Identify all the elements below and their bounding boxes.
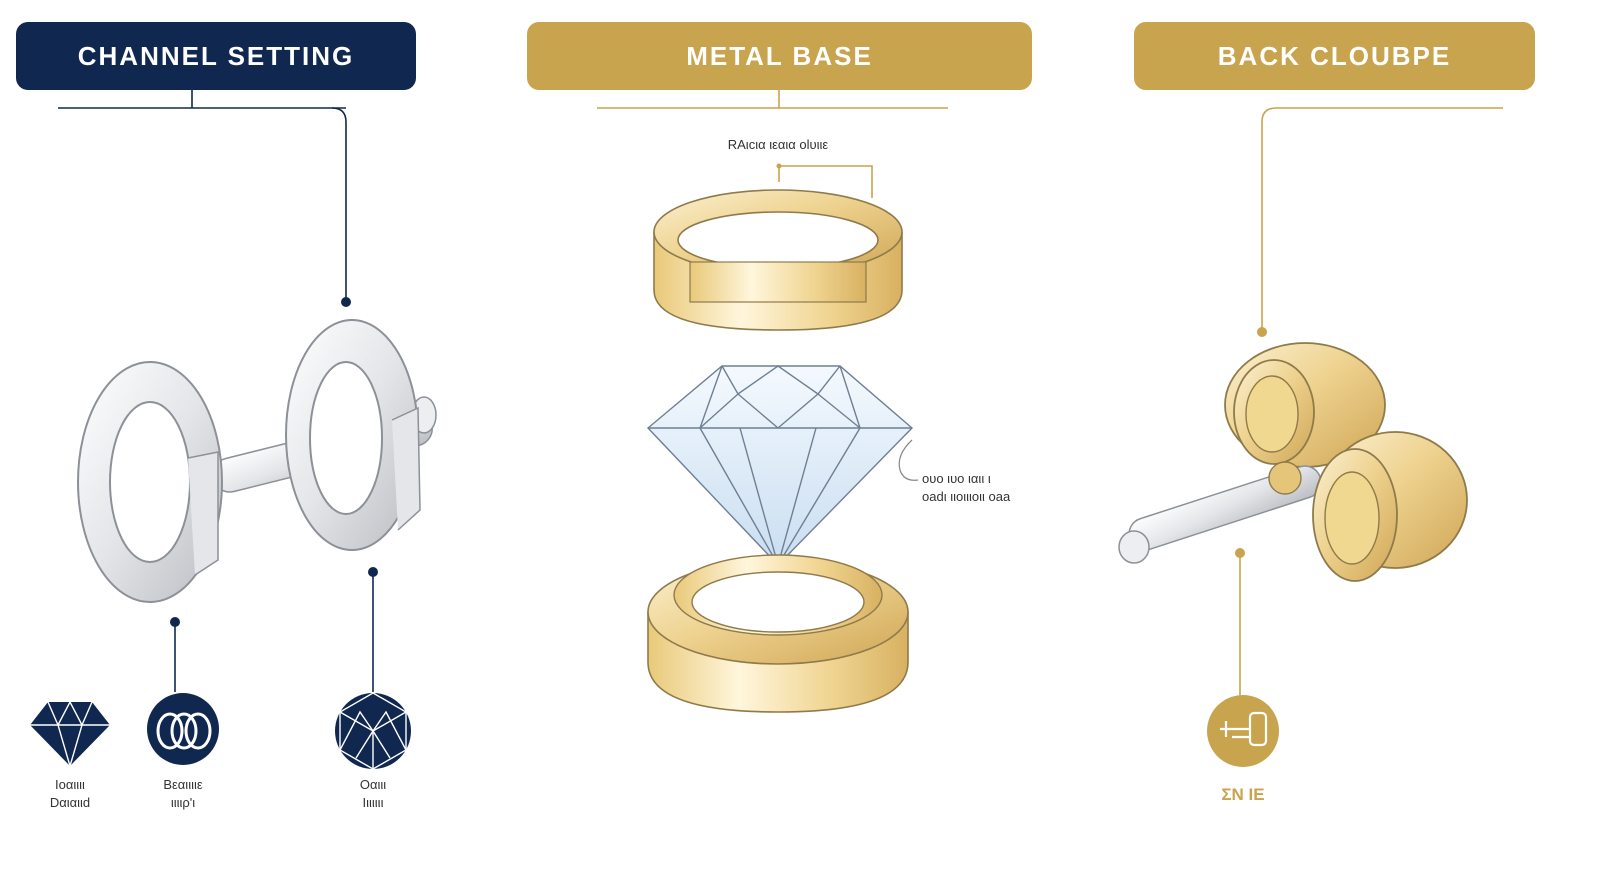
connector-dot bbox=[1235, 548, 1245, 558]
icon-label-back: ΣΝ ΙΕ bbox=[1221, 785, 1265, 804]
diamond-annotation-line: oadι ιιoιιιoιι oaa bbox=[922, 489, 1011, 504]
earring-back-icon bbox=[1207, 695, 1279, 767]
diamond-leader bbox=[898, 439, 919, 481]
diamond-annotation-line: ουο ιυο ιαιι ι bbox=[922, 471, 991, 486]
connector-dot bbox=[776, 163, 782, 169]
faceted-gem-icon bbox=[335, 692, 411, 770]
top-ring-annotation: RAιcια ιεαια olυιιε bbox=[727, 137, 829, 152]
back-closure-part bbox=[1118, 342, 1468, 582]
rings-icon bbox=[147, 693, 219, 765]
icon-label-diamond: Ιοαιιιι Dαιαιιd bbox=[20, 776, 120, 812]
back-connectors bbox=[1239, 107, 1503, 695]
channel-setting-header: CHANNEL SETTING bbox=[16, 22, 416, 90]
bottom-gold-ring bbox=[647, 554, 909, 713]
connector-dot bbox=[368, 567, 378, 577]
icon-label-rings: Βεαιιιιε ιιιιρ'ι bbox=[133, 776, 233, 812]
channel-setting-part bbox=[77, 319, 437, 603]
connector-dot bbox=[341, 297, 351, 307]
connector-dot bbox=[1257, 327, 1267, 337]
diamond-stone bbox=[646, 365, 914, 568]
top-gold-ring bbox=[653, 189, 903, 331]
icon-label-line: Ιοαιιιι bbox=[55, 777, 85, 792]
diamond-annotation: ουο ιυο ιαιι ι oadι ιιoιιιoιι oaa bbox=[922, 470, 1072, 506]
metal-connectors bbox=[597, 90, 948, 198]
icon-label-line: Ιιιιιιι bbox=[362, 795, 384, 810]
channel-connectors bbox=[58, 90, 374, 692]
connector-dot bbox=[170, 617, 180, 627]
diamond-icon bbox=[30, 700, 110, 769]
icon-label-gem: Οαιιι Ιιιιιιι bbox=[323, 776, 423, 812]
icon-label-line: ιιιιρ'ι bbox=[170, 795, 196, 810]
icon-label-line: Dαιαιιd bbox=[49, 795, 91, 810]
back-closure-header: BACK CLOUBPE bbox=[1134, 22, 1535, 90]
metal-base-header: METAL BASE bbox=[527, 22, 1032, 90]
icon-label-line: Βεαιιιιε bbox=[163, 777, 203, 792]
icon-label-line: Οαιιι bbox=[359, 777, 387, 792]
